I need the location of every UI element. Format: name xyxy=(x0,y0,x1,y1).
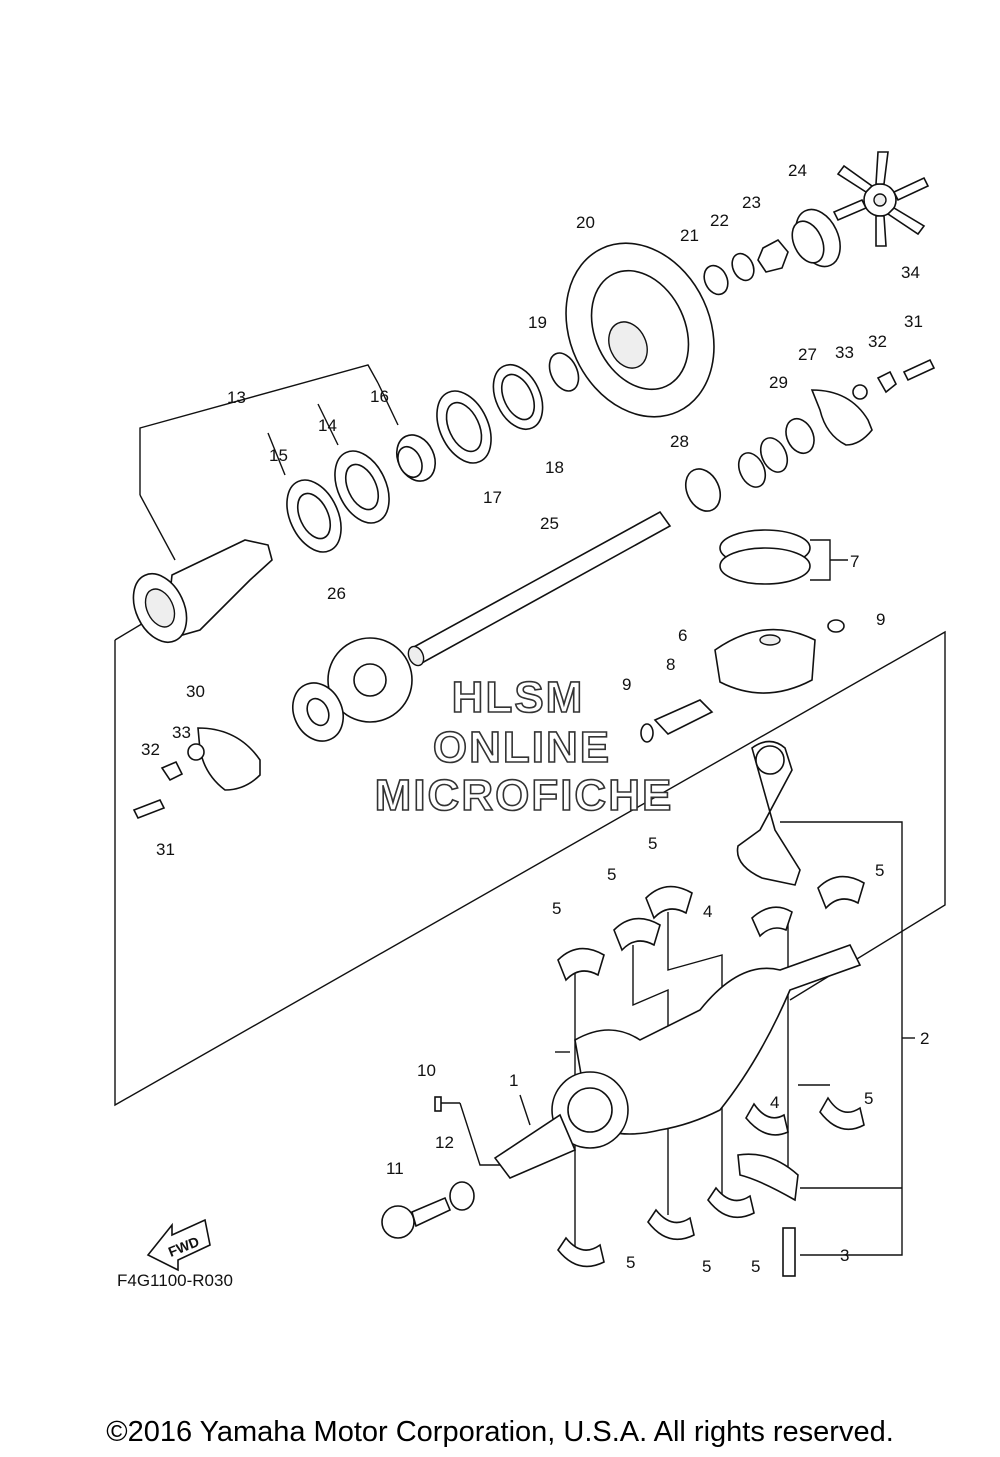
callout-30: 30 xyxy=(186,682,205,701)
callout-9: 9 xyxy=(876,610,885,629)
callout-29: 29 xyxy=(769,373,788,392)
callout-5: 5 xyxy=(607,865,616,884)
diagram-code: F4G1100-R030 xyxy=(117,1271,233,1290)
callout-28: 28 xyxy=(670,432,689,451)
watermark-line-3: MICROFICHE xyxy=(375,771,674,820)
callout-25: 25 xyxy=(540,514,559,533)
copyright-notice: ©2016 Yamaha Motor Corporation, U.S.A. A… xyxy=(106,1416,894,1448)
callout-24: 24 xyxy=(788,161,807,180)
callout-32: 32 xyxy=(868,332,887,351)
callout-20: 20 xyxy=(576,213,595,232)
callout-34: 34 xyxy=(901,263,920,282)
callout-8: 8 xyxy=(666,655,675,674)
callout-22: 22 xyxy=(710,211,729,230)
callout-11: 11 xyxy=(386,1159,404,1178)
callout-14: 14 xyxy=(318,416,337,435)
callout-18: 18 xyxy=(545,458,564,477)
callout-labels: 1 2 3 4 4 5 5 5 5 5 5 5 5 5 5 6 7 8 9 9 … xyxy=(141,161,929,1276)
callout-31: 31 xyxy=(156,840,175,859)
callout-17: 17 xyxy=(483,488,502,507)
watermark: HLSM ONLINE MICROFICHE xyxy=(374,672,674,821)
callout-27: 27 xyxy=(798,345,817,364)
callout-33: 33 xyxy=(835,343,854,362)
callout-26: 26 xyxy=(327,584,346,603)
callout-4: 4 xyxy=(770,1093,779,1112)
callout-9: 9 xyxy=(622,675,631,694)
part-shapes xyxy=(132,151,936,1277)
watermark-line-1: HLSM xyxy=(452,673,585,722)
callout-12: 12 xyxy=(435,1133,454,1152)
callout-1: 1 xyxy=(509,1071,518,1090)
callout-5: 5 xyxy=(626,1253,635,1272)
callout-16: 16 xyxy=(370,387,389,406)
callout-2: 2 xyxy=(920,1029,929,1048)
callout-32: 32 xyxy=(141,740,160,759)
callout-7: 7 xyxy=(850,552,859,571)
callout-33: 33 xyxy=(172,723,191,742)
callout-5: 5 xyxy=(648,834,657,853)
callout-21: 21 xyxy=(680,226,699,245)
callout-5: 5 xyxy=(875,861,884,880)
callout-6: 6 xyxy=(678,626,687,645)
callout-15: 15 xyxy=(269,446,288,465)
watermark-line-2: ONLINE xyxy=(433,723,611,772)
callout-19: 19 xyxy=(528,313,547,332)
callout-5: 5 xyxy=(702,1257,711,1276)
callout-5: 5 xyxy=(751,1257,760,1276)
callout-13: 13 xyxy=(227,388,246,407)
callout-5: 5 xyxy=(864,1089,873,1108)
callout-23: 23 xyxy=(742,193,761,212)
callout-4: 4 xyxy=(703,902,712,921)
callout-10: 10 xyxy=(417,1061,436,1080)
callout-31: 31 xyxy=(904,312,923,331)
callout-3: 3 xyxy=(840,1246,849,1265)
callout-5: 5 xyxy=(552,899,561,918)
